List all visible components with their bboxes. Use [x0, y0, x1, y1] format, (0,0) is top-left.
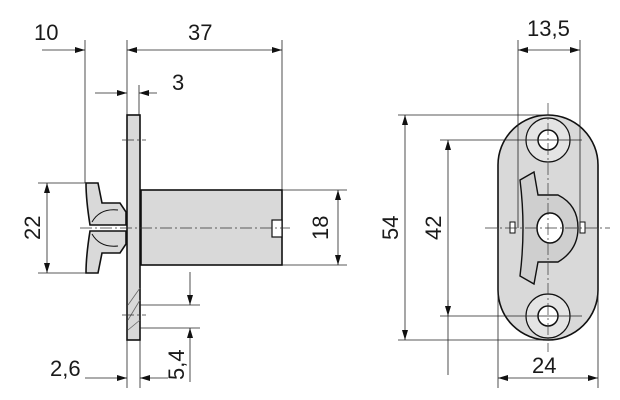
cylinder-body: [140, 189, 283, 266]
dim-length-label: 37: [188, 20, 212, 45]
dim-width-label: 24: [532, 353, 556, 378]
dim-body-height-label: 18: [308, 216, 333, 240]
side-view: 10 37 3 22 18 5,4: [20, 20, 347, 388]
clip-upper: [85, 182, 127, 226]
clip-lower: [85, 230, 127, 274]
dim-clip-height-label: 22: [20, 216, 45, 240]
dim-overhang-label: 10: [34, 20, 58, 45]
front-view: 13,5 54 42 24: [378, 16, 610, 388]
dim-width-inner-label: 13,5: [527, 16, 570, 41]
mounting-plate: [126, 114, 141, 341]
dim-hole-spacing-label: 42: [421, 216, 446, 240]
dim-plate-label: 3: [172, 70, 184, 95]
dim-countersink-label: 5,4: [164, 349, 189, 380]
dim-total-height-label: 54: [378, 216, 403, 240]
dim-plate-thickness-label: 2,6: [50, 356, 81, 381]
